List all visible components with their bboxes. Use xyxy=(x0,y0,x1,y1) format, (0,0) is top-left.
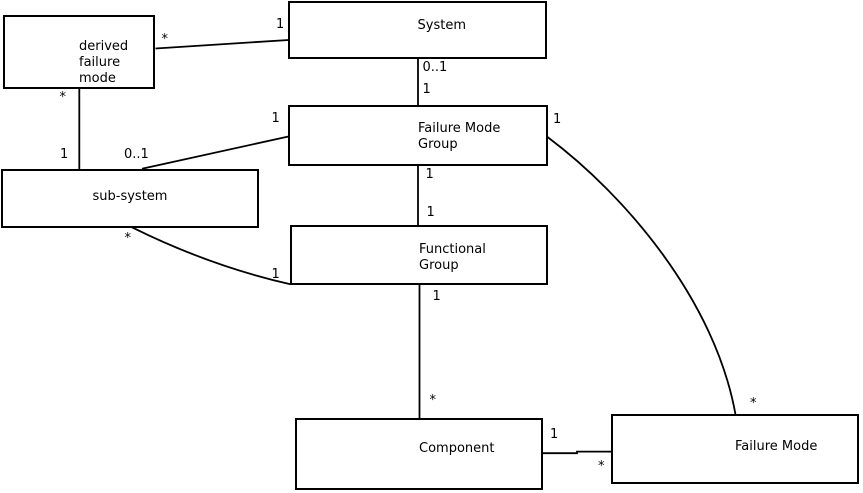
entity-label-line: derived xyxy=(79,38,129,54)
entity-sub-system: sub-system xyxy=(1,169,259,228)
entity-label: derived failure mode xyxy=(79,39,128,87)
multiplicity-derived-failure-mode-end: * xyxy=(59,90,67,105)
entity-label: Functional Group xyxy=(419,242,486,274)
association-line-component-failure-mode xyxy=(543,450,612,455)
association-line-sub-system-functional-group xyxy=(131,226,291,286)
multiplicity-functional-group-end: 1 xyxy=(432,288,441,304)
association-line-derived-failure-mode-system xyxy=(155,39,289,50)
entity-label-line: Failure Mode xyxy=(418,121,501,136)
entity-label-line: mode xyxy=(79,70,116,86)
entity-label-line: Failure Mode xyxy=(735,438,818,454)
multiplicity-derived-failure-mode-end: * xyxy=(161,32,169,47)
multiplicity-sub-system-end: 1 xyxy=(60,147,69,162)
multiplicity-system-end: 0..1 xyxy=(422,60,448,75)
multiplicity-functional-group-end: 1 xyxy=(271,267,280,282)
multiplicity-component-end: * xyxy=(429,393,437,408)
multiplicity-failure-mode-group-end: 1 xyxy=(553,111,562,127)
multiplicity-failure-mode-group-end: 1 xyxy=(422,81,431,97)
entity-label: sub-system xyxy=(3,189,257,205)
association-line-sub-system-failure-mode-group xyxy=(141,135,289,170)
entity-label: Failure Mode Group xyxy=(418,121,500,153)
entity-label-line: sub-system xyxy=(92,188,168,204)
entity-label: System xyxy=(418,18,466,34)
entity-label-line: Group xyxy=(418,137,458,152)
multiplicity-sub-system-end: * xyxy=(124,230,132,246)
entity-label: Failure Mode xyxy=(735,439,817,455)
entity-label-line: System xyxy=(417,17,466,33)
multiplicity-sub-system-end: 0..1 xyxy=(124,147,149,162)
multiplicity-system-end: 1 xyxy=(276,17,285,32)
multiplicity-functional-group-end: 1 xyxy=(426,204,435,220)
entity-system: System xyxy=(288,1,547,59)
multiplicity-failure-mode-end: * xyxy=(598,458,605,474)
entity-failure-mode-group: Failure Mode Group xyxy=(288,105,548,166)
entity-label-line: Component xyxy=(419,441,495,456)
entity-functional-group: Functional Group xyxy=(290,225,548,285)
multiplicity-failure-mode-end: * xyxy=(750,395,757,411)
entity-label-line: failure xyxy=(79,54,121,70)
entity-label-line: Functional xyxy=(419,241,486,257)
multiplicity-failure-mode-group-end: 1 xyxy=(271,110,280,126)
multiplicity-component-end: 1 xyxy=(550,426,559,442)
multiplicity-failure-mode-group-end: 1 xyxy=(425,167,434,182)
association-line-failure-mode-group-failure-mode xyxy=(546,136,737,415)
entity-label: Component xyxy=(419,441,494,457)
entity-derived-failure-mode: derived failure mode xyxy=(3,15,155,89)
entity-label-line: Group xyxy=(419,257,459,273)
entity-failure-mode: Failure Mode xyxy=(611,414,859,484)
entity-component: Component xyxy=(295,418,543,490)
